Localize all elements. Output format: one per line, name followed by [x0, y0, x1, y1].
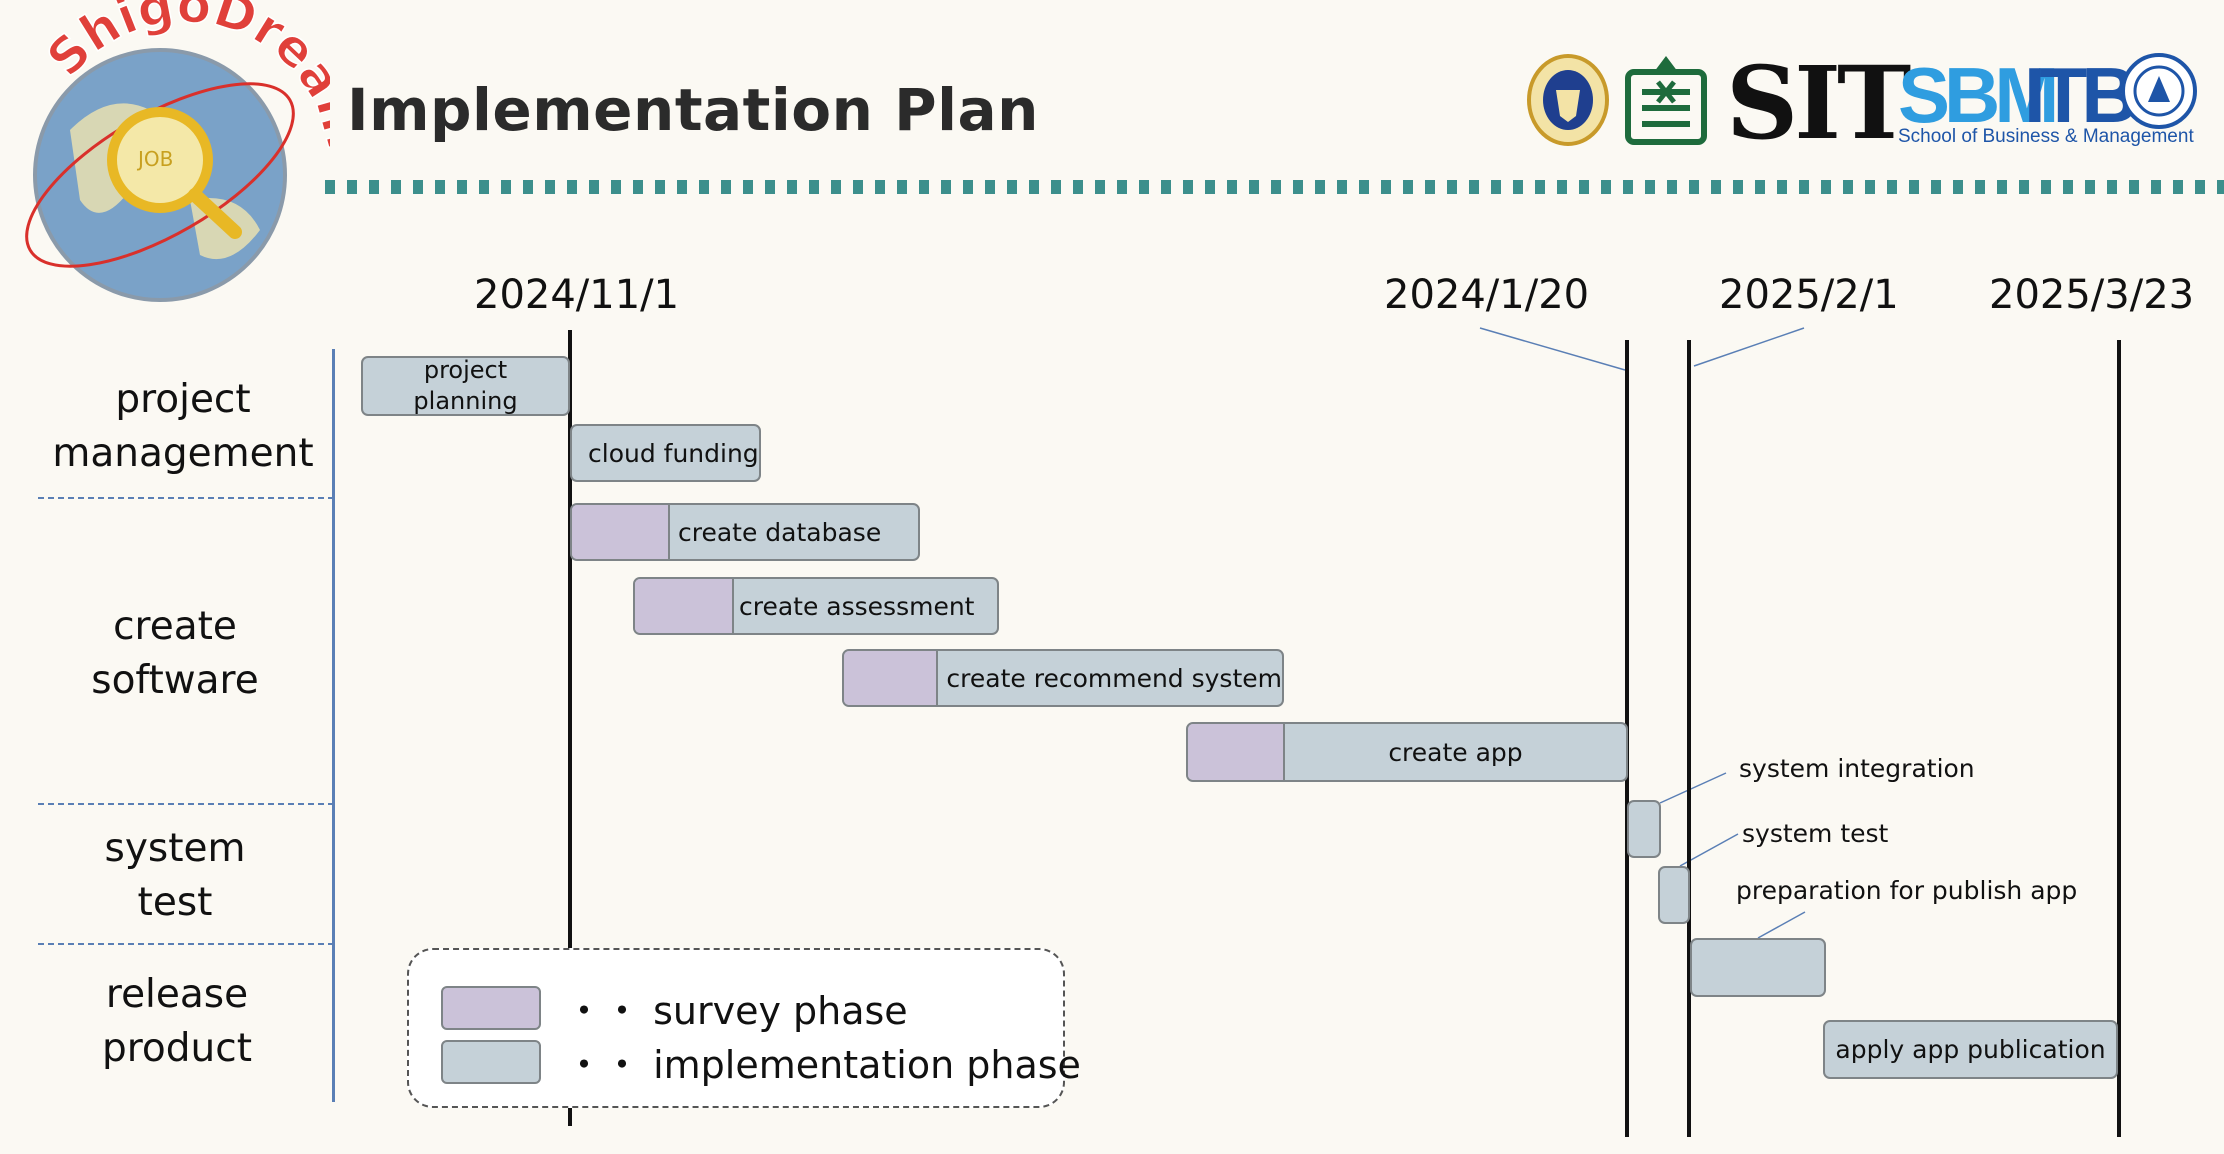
task-create-assessment: create assessment [633, 577, 999, 635]
survey-segment [844, 651, 939, 705]
task-label: create recommend system [946, 663, 1282, 693]
task-label: create database [678, 517, 882, 547]
sit-logo: SIT [1726, 44, 1911, 162]
task-label: project planning [413, 356, 518, 415]
task-create-recommend-system: create recommend system [842, 649, 1284, 707]
survey-segment [635, 579, 734, 633]
task-create-app: create app [1186, 722, 1628, 782]
university-seal-1 [1527, 54, 1609, 146]
milestone-date-1: 2024/11/1 [474, 272, 680, 318]
task-system-test-bar [1658, 866, 1690, 924]
category-separator [38, 943, 334, 945]
category-separator [38, 497, 334, 499]
milestone-line-1 [568, 330, 572, 1126]
category-create-software: create software [91, 604, 259, 703]
category-axis [332, 349, 335, 1102]
legend-swatch-implementation [441, 1039, 541, 1084]
legend-survey: ・・ survey phase [441, 980, 908, 1035]
task-system-integration-label: system integration [1739, 754, 1975, 783]
sbm-subtitle: School of Business & Management [1898, 126, 2194, 147]
university-seal-2 [1625, 56, 1707, 145]
legend: ・・ survey phase ・・ implementation phase [407, 948, 1081, 1108]
task-label: cloud funding [588, 438, 759, 468]
milestone-line-3 [1687, 340, 1691, 1137]
task-preparation-publish-label: preparation for publish app [1736, 876, 2078, 905]
category-project-management: project management [52, 377, 314, 476]
milestone-date-2: 2024/1/20 [1384, 272, 1590, 318]
task-preparation-publish-bar [1690, 938, 1826, 997]
survey-segment [1188, 724, 1285, 780]
milestone-date-4: 2025/3/23 [1989, 272, 2195, 318]
itb-seal [2121, 53, 2197, 129]
legend-label-survey: ・・ survey phase [565, 989, 908, 1033]
task-label: create assessment [739, 591, 975, 621]
task-system-integration-bar [1627, 800, 1661, 858]
itb-logo: ITB [2024, 51, 2138, 139]
milestone-line-4 [2117, 340, 2121, 1137]
task-label: apply app publication [1835, 1035, 2106, 1064]
category-release-product: release product [101, 972, 252, 1071]
category-system-test: system test [104, 826, 246, 925]
task-project-planning: project planning [361, 356, 570, 416]
survey-segment [572, 505, 670, 559]
task-label: create app [1388, 737, 1523, 767]
shigodream-logo: JOB ShigoDream [25, 0, 330, 302]
task-create-database: create database [570, 503, 920, 561]
task-apply-publication: apply app publication [1823, 1020, 2118, 1079]
page-title: Implementation Plan [347, 76, 1039, 144]
milestone-date-3: 2025/2/1 [1719, 272, 1899, 318]
legend-swatch-survey [441, 985, 541, 1030]
sbm-logo: SBM [1898, 51, 2059, 139]
task-cloud-funding: cloud funding [570, 424, 761, 482]
task-system-test-label: system test [1742, 819, 1889, 848]
logo-badge: JOB [136, 147, 173, 171]
header-divider [325, 180, 2224, 194]
legend-implementation: ・・ implementation phase [441, 1034, 1081, 1089]
category-separator [38, 803, 334, 805]
legend-label-implementation: ・・ implementation phase [565, 1043, 1081, 1087]
